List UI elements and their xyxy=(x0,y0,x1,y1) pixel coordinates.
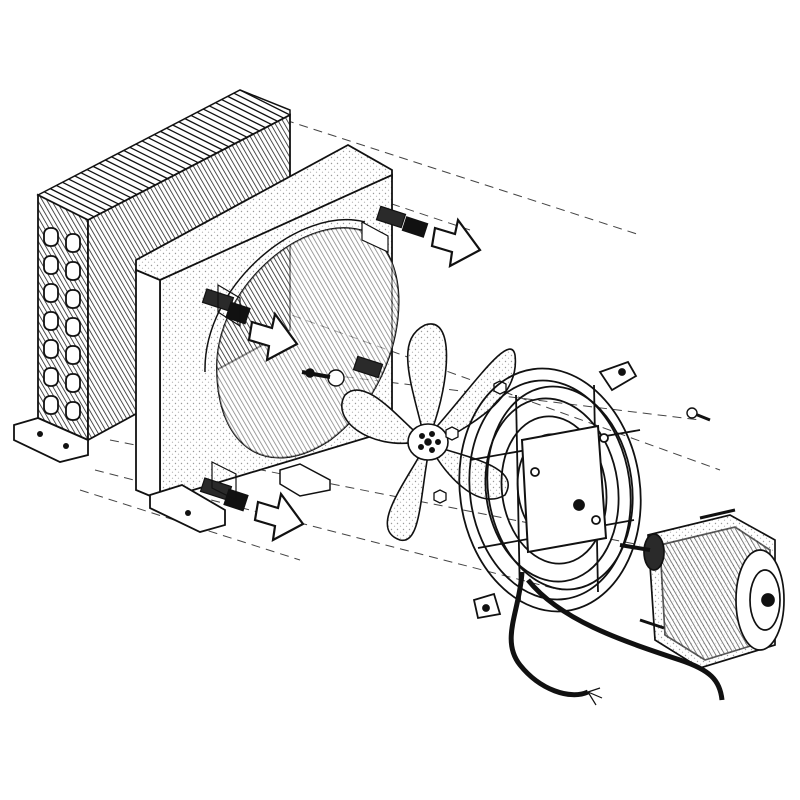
fin-line xyxy=(117,153,168,180)
fin-line xyxy=(166,127,217,154)
fin-line xyxy=(105,159,156,186)
fin-line xyxy=(215,102,266,129)
fin-line xyxy=(178,121,230,148)
nut xyxy=(433,380,507,504)
shroud-clip xyxy=(352,355,384,379)
tube-bend xyxy=(43,311,59,331)
tube-bend xyxy=(65,401,81,421)
fin-line xyxy=(172,124,223,151)
tube-bend xyxy=(43,367,59,387)
fin-line xyxy=(68,178,119,205)
airflow-arrow xyxy=(430,217,482,268)
fin-line xyxy=(43,191,95,218)
fin-line xyxy=(62,181,113,208)
fan-blade xyxy=(341,323,517,541)
power-cable xyxy=(508,571,725,706)
fin-line xyxy=(184,118,236,145)
tube-bend xyxy=(43,227,59,247)
fin-line xyxy=(239,89,291,116)
fin-line xyxy=(123,149,174,177)
fin-line xyxy=(221,98,272,126)
fin-line xyxy=(98,162,150,189)
fan-motor xyxy=(619,508,785,669)
tube-bend xyxy=(43,339,59,359)
screw xyxy=(301,368,345,387)
fin-line xyxy=(49,188,101,215)
fin-line xyxy=(147,137,199,164)
fan-guard xyxy=(458,360,642,620)
airflow-arrow xyxy=(247,311,299,362)
fin-line xyxy=(190,114,242,142)
fin-line xyxy=(227,95,279,122)
shroud-clip xyxy=(201,283,251,328)
tube-bend xyxy=(43,255,59,275)
shroud-clip xyxy=(361,205,429,253)
fin-line xyxy=(209,105,260,132)
tube-bend xyxy=(43,395,59,415)
fin-line xyxy=(196,111,248,138)
airflow-arrow xyxy=(253,491,305,542)
tube-bend xyxy=(65,373,81,393)
fin-line xyxy=(135,143,187,170)
shroud-clip xyxy=(199,461,249,512)
screw xyxy=(686,407,711,422)
fin-line xyxy=(92,165,144,192)
tube-bend xyxy=(65,261,81,281)
tube-bend xyxy=(43,283,59,303)
fin-line xyxy=(74,175,126,202)
fin-line xyxy=(154,133,205,161)
tube-bend xyxy=(65,317,81,337)
tube-bend xyxy=(65,233,81,253)
tube-bend xyxy=(65,289,81,309)
fin-line xyxy=(141,140,193,167)
fin-line xyxy=(111,156,162,183)
tube-bend xyxy=(65,345,81,365)
fin-line xyxy=(80,172,132,199)
fin-line xyxy=(56,184,107,212)
fin-line xyxy=(202,108,254,135)
fin-line xyxy=(233,92,285,119)
fin-line xyxy=(86,168,138,196)
fin-line xyxy=(160,130,211,157)
fin-line xyxy=(129,146,181,173)
